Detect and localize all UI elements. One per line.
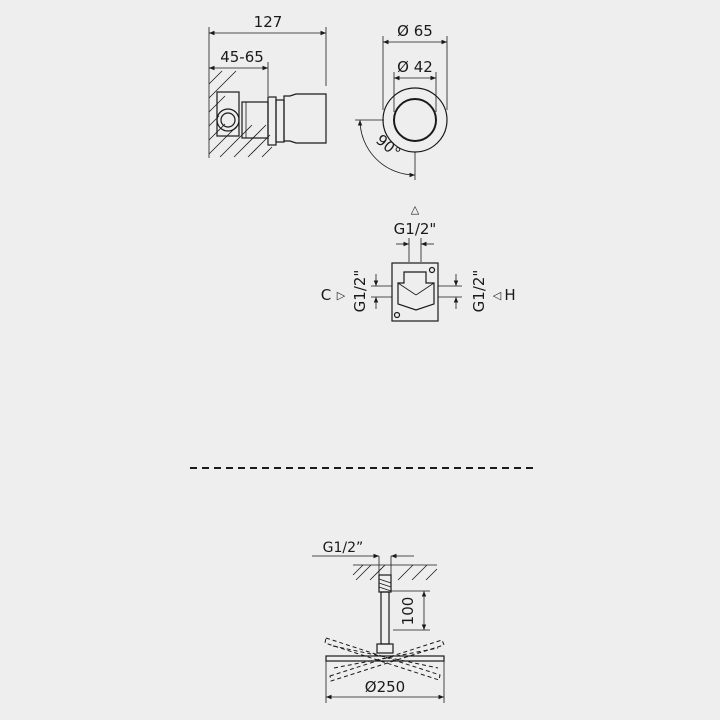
fitting-ring-inner [220,112,236,128]
head-diameter-label: Ø250 [365,678,405,696]
arm-length-label: 100 [399,597,417,626]
outlet-marker: △ [411,203,420,216]
cold-label: C [321,286,331,304]
valve-block [391,262,439,322]
overall-length-label: 127 [254,13,283,31]
cold-marker: ▷ [337,289,346,302]
handle [283,93,327,144]
valve-body-view: △ G1/2" C ▷ G1/2" G1/2" ◁ H [321,203,516,322]
escutcheon-flange [267,96,277,146]
swivel-joint [376,643,394,654]
outlet-thread-label: G1/2" [394,220,437,238]
handle-circle [393,98,437,142]
front-view: Ø 65 Ø 42 90° [355,22,448,180]
shower-head-view: G1/2” 100 Ø250 [312,540,445,703]
hot-label: H [504,286,515,304]
screw-bottom [393,311,401,319]
angle-arc [357,119,416,178]
ceiling-hatch [352,564,438,581]
screw-top [428,266,436,274]
cold-thread-label: G1/2" [351,270,369,313]
inner-diameter-label: Ø 42 [397,58,433,76]
valve-cavity [397,271,435,311]
inlet-thread-label: G1/2” [323,540,364,556]
outer-diameter-label: Ø 65 [397,22,433,40]
fitting-ring-outer [216,108,240,132]
wall-depth-label: 45-65 [220,48,264,66]
fitting-body [216,91,240,137]
side-view: 127 45-65 [208,13,327,158]
hot-marker: ◁ [493,289,502,302]
valve-stem [275,99,285,143]
shower-head-plate [325,655,445,662]
shower-head-tilt-positions [324,637,445,682]
hot-thread-label: G1/2" [470,270,488,313]
shower-arm [380,591,390,645]
